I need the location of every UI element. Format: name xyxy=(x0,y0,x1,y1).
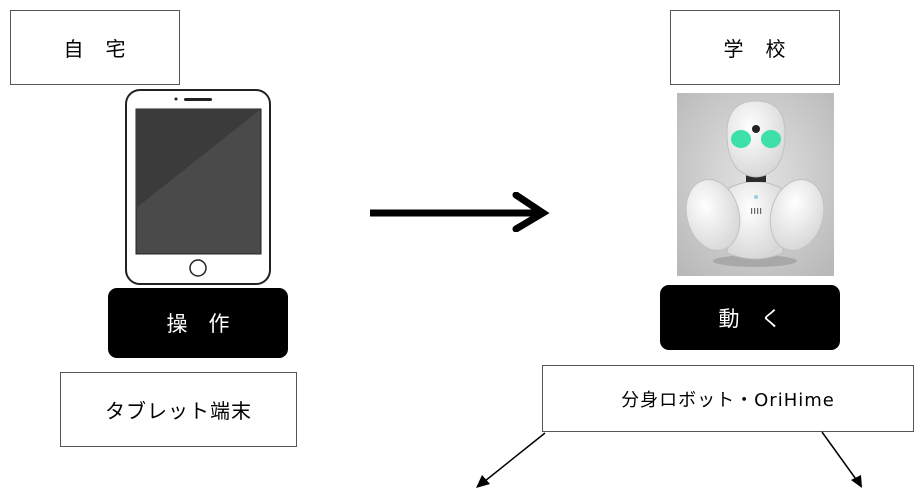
robot-caption-box: 分身ロボット・OriHime xyxy=(542,365,914,432)
branch-arrow-left xyxy=(479,432,546,486)
tablet-icon xyxy=(125,89,271,285)
school-label-box: 学 校 xyxy=(670,10,840,85)
school-label: 学 校 xyxy=(723,37,787,61)
tablet-caption-box: タブレット端末 xyxy=(60,372,297,447)
home-label-box: 自 宅 xyxy=(10,10,180,85)
robot-action-label: 動 く xyxy=(718,306,782,331)
robot-icon xyxy=(677,93,834,276)
tablet-caption: タブレット端末 xyxy=(105,399,252,423)
tablet-action-label: 操 作 xyxy=(166,312,230,336)
branch-arrowhead-right xyxy=(851,475,862,488)
branch-arrows xyxy=(476,431,862,488)
branch-arrow-right xyxy=(821,431,859,483)
home-label: 自 宅 xyxy=(63,37,127,61)
robot-action-badge: 動 く xyxy=(660,285,840,350)
robot-caption: 分身ロボット・OriHime xyxy=(621,389,835,411)
branch-arrowhead-left xyxy=(476,475,490,488)
arrow-right-icon xyxy=(370,192,550,232)
tablet-action-badge: 操 作 xyxy=(108,288,288,358)
